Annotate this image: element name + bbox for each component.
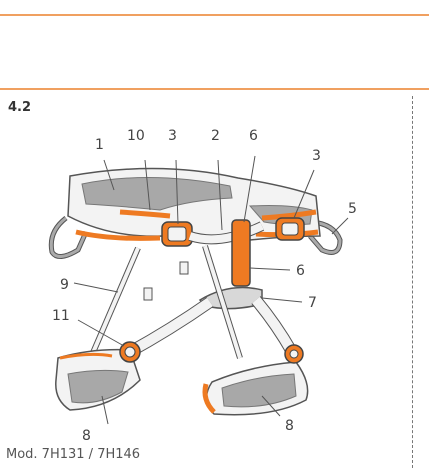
leg-right-orange-edge <box>202 383 216 414</box>
belt-orange-strip-upper <box>119 209 171 219</box>
label-3-right: 3 <box>312 148 321 164</box>
gear-loop-right-inner <box>308 220 342 254</box>
label-10: 10 <box>127 128 145 144</box>
belay-loop <box>231 219 251 287</box>
gear-loop-left-inner <box>49 216 88 258</box>
model-caption: Mod. 7H131 / 7H146 <box>6 447 141 462</box>
section-orange-rule <box>0 88 429 90</box>
label-11: 11 <box>52 308 70 324</box>
dashed-divider <box>412 96 413 468</box>
label-5: 5 <box>348 201 357 217</box>
gear-loop-left <box>48 216 89 259</box>
top-orange-rule <box>0 14 429 16</box>
label-8-right: 8 <box>285 418 294 434</box>
leg-strap-right <box>252 296 297 355</box>
label-6-top: 6 <box>249 128 258 144</box>
label-1: 1 <box>95 137 104 153</box>
label-8-left: 8 <box>82 428 91 444</box>
front-strap <box>188 222 264 244</box>
label-2: 2 <box>211 128 220 144</box>
label-3-left: 3 <box>168 128 177 144</box>
belt-orange-strip-left <box>75 229 161 241</box>
section-number: 4.2 <box>8 100 32 115</box>
label-7: 7 <box>308 295 317 311</box>
label-6-lower: 6 <box>296 263 305 279</box>
leg-left-orange-edge <box>59 352 113 360</box>
strap-keeper <box>179 261 189 275</box>
buckle-right-inner <box>281 222 299 236</box>
belt-orange-strip-right <box>261 209 317 221</box>
leg-padding-left <box>67 369 129 404</box>
harness-illustration: 1 10 3 2 6 3 5 6 9 7 11 8 8 <box>48 128 357 444</box>
leg-padding-right <box>221 373 297 408</box>
waist-padding <box>81 176 233 211</box>
leader-lines <box>73 155 349 425</box>
label-9: 9 <box>60 277 69 293</box>
buckle-left-inner <box>167 226 187 242</box>
strap-keeper-2 <box>143 287 153 301</box>
